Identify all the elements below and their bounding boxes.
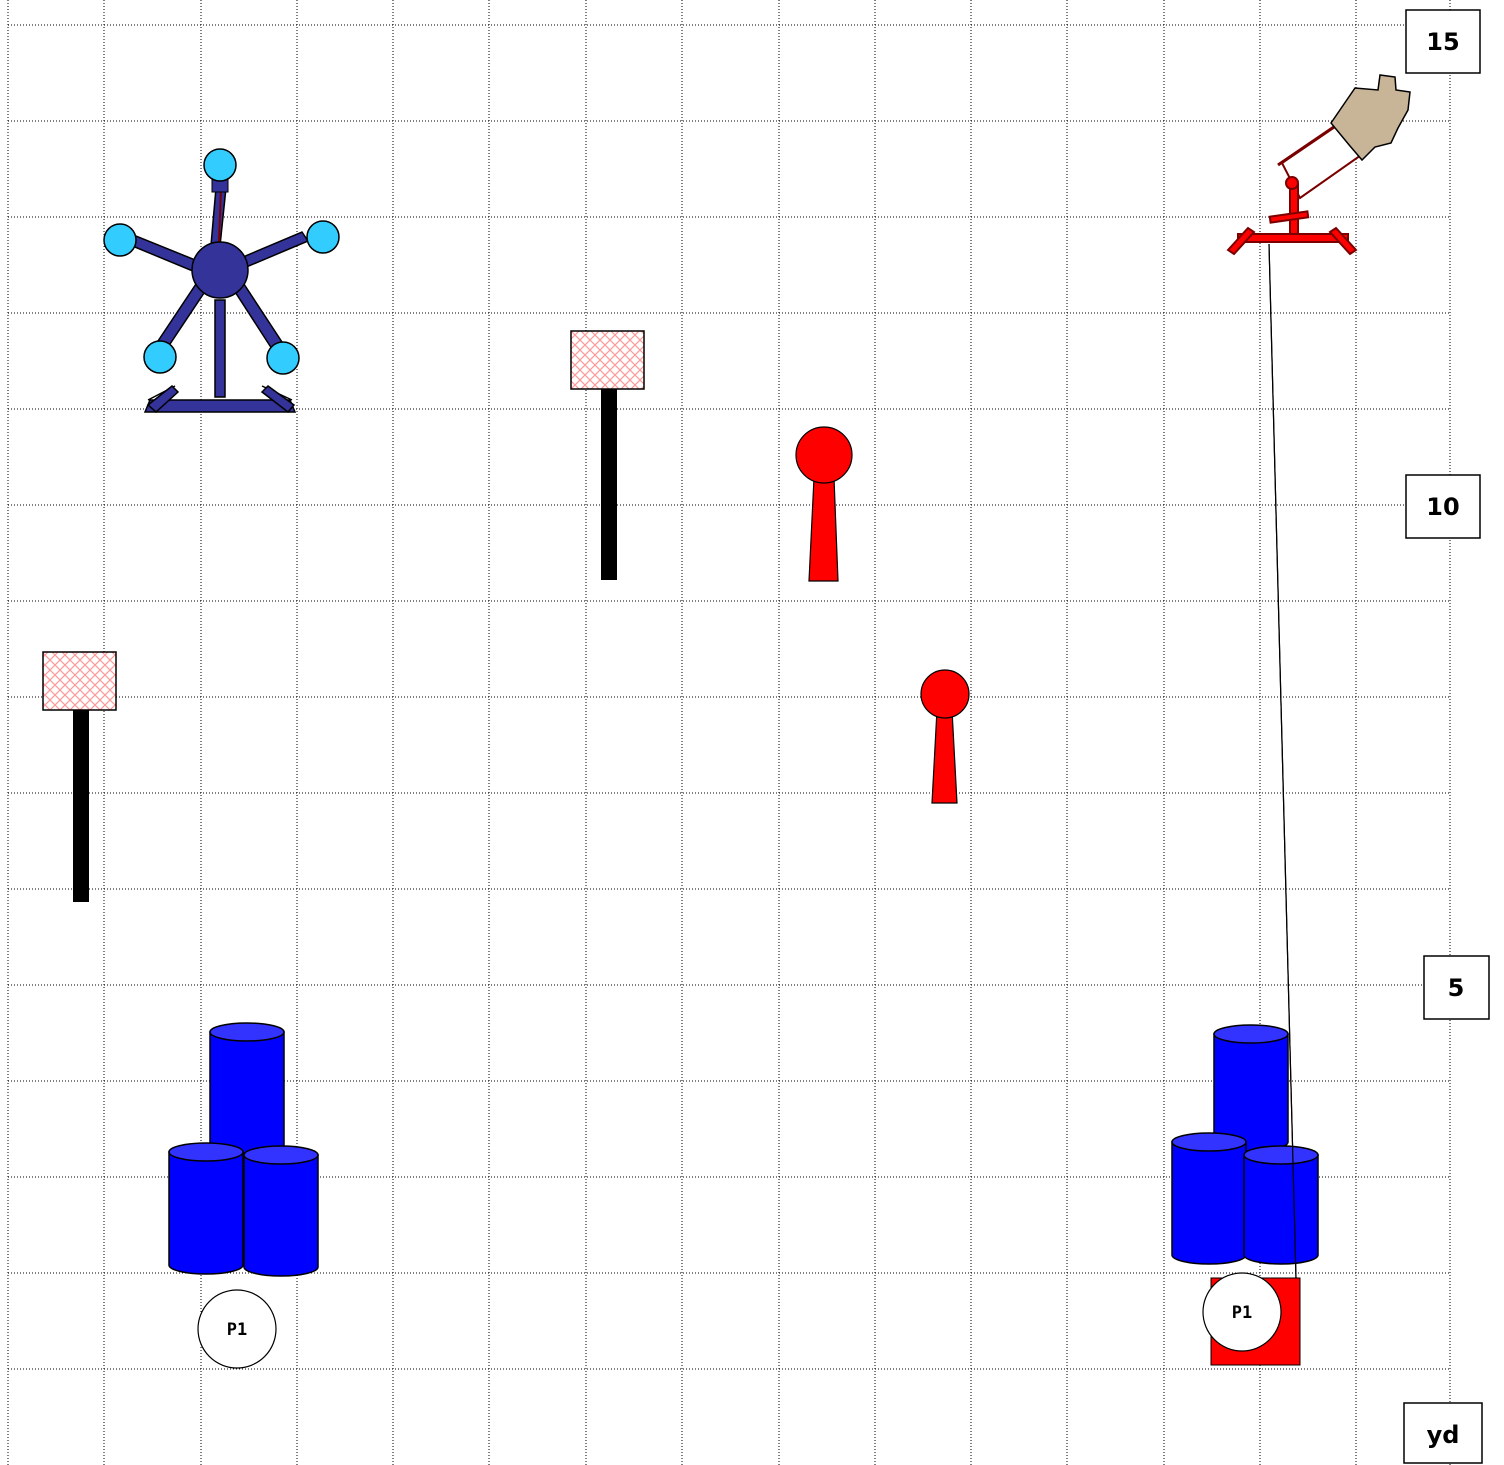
scale-label-unit: yd <box>1403 1402 1483 1464</box>
scale-text: yd <box>1427 1421 1460 1449</box>
scale-label-5: 5 <box>1423 955 1490 1020</box>
barrel-top <box>243 1145 319 1165</box>
no-shoot-sign-icon <box>570 330 645 580</box>
scale-text: 10 <box>1426 493 1459 521</box>
barrel-top <box>168 1142 244 1162</box>
barrel-stack-icon <box>1171 1024 1319 1265</box>
barrel-body <box>243 1154 319 1277</box>
barrel-body <box>1171 1141 1247 1265</box>
position-marker-right: P1 <box>1202 1272 1282 1352</box>
scale-label-10: 10 <box>1405 474 1481 539</box>
plate-rack-icon <box>103 148 340 414</box>
barrel-top <box>1243 1145 1319 1165</box>
swinger-target-icon <box>1226 74 1411 256</box>
no-shoot-sign-icon <box>42 651 117 902</box>
position-marker-left: P1 <box>197 1289 277 1369</box>
barrel-body <box>168 1151 244 1275</box>
scale-text: 15 <box>1426 28 1459 56</box>
scale-text: 5 <box>1448 974 1465 1002</box>
barrel-top <box>1171 1132 1247 1152</box>
barrel-body <box>1243 1154 1319 1265</box>
barrel-top <box>209 1022 285 1042</box>
scale-label-15: 15 <box>1405 9 1481 74</box>
popper-icon <box>795 426 853 582</box>
barrel-stack-icon <box>168 1022 319 1277</box>
position-label: P1 <box>227 1320 247 1340</box>
position-label: P1 <box>1232 1303 1252 1323</box>
barrel-top <box>1213 1024 1289 1044</box>
popper-icon <box>920 669 970 804</box>
